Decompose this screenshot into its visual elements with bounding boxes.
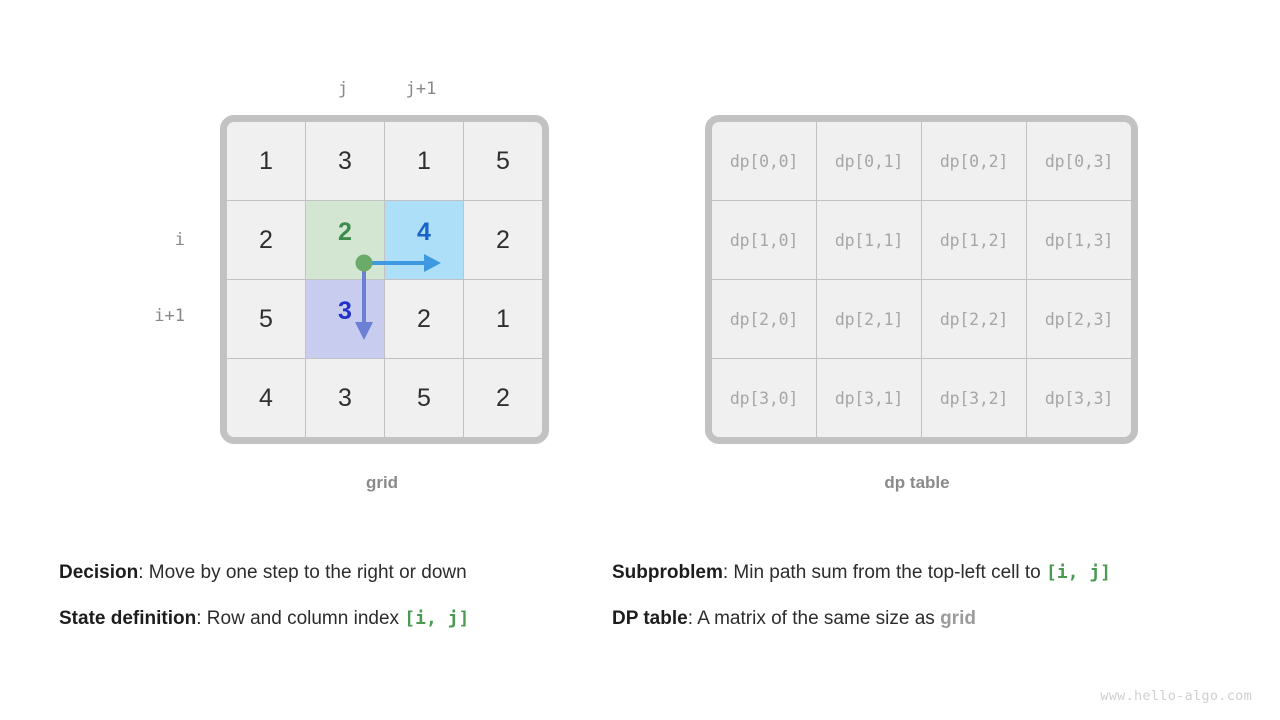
dp-cell-0-1: dp[0,1] (817, 122, 921, 200)
dp-cell-label: dp[3,1] (834, 388, 904, 408)
dp-cell-label: dp[1,0] (729, 230, 799, 250)
dp-cell-2-1: dp[2,1] (817, 280, 921, 358)
dp-cell-label: dp[0,2] (939, 151, 1009, 171)
grid-cell-3-3: 2 (464, 359, 542, 437)
dp-cell-1-0: dp[1,0] (712, 201, 816, 279)
dp-cell-label: dp[3,0] (729, 388, 799, 408)
watermark: www.hello-algo.com (1100, 688, 1252, 704)
grid-cell-value: 4 (417, 217, 431, 246)
note-state-definition: State definition: Row and column index [… (59, 609, 469, 628)
note-code: [i, j] (404, 608, 470, 629)
dp-cell-2-2: dp[2,2] (922, 280, 1026, 358)
grid-cell-value: 5 (259, 304, 273, 333)
note-decision: Decision: Move by one step to the right … (59, 563, 469, 582)
note-separator: : (196, 608, 207, 629)
note-lead: Decision (59, 562, 139, 583)
grid-cell-1-0: 2 (227, 201, 305, 279)
note-body: Row and column index (206, 608, 405, 629)
dp-cell-label: dp[3,3] (1044, 388, 1114, 408)
grid-panel: 1 3 1 5 2 2 4 2 5 3 2 1 4 3 5 2 (220, 115, 549, 444)
grid-cell-0-2: 1 (385, 122, 463, 200)
dp-cell-2-0: dp[2,0] (712, 280, 816, 358)
note-separator: : (138, 562, 149, 583)
note-code: [i, j] (1045, 562, 1112, 583)
grid-cell-3-2: 5 (385, 359, 463, 437)
dp-cell-2-3: dp[2,3] (1027, 280, 1131, 358)
grid-cell-value: 2 (496, 383, 510, 412)
grid-row-label-1: i+1 (154, 306, 185, 326)
grid-cell-3-1: 3 (306, 359, 384, 437)
dp-cell-label: dp[2,2] (939, 309, 1009, 329)
note-separator: : (722, 562, 734, 583)
dp-table-panel: dp[0,0] dp[0,1] dp[0,2] dp[0,3] dp[1,0] dp[1,… (705, 115, 1138, 444)
grid-cell-value: 2 (338, 217, 352, 246)
grid-cell-value: 3 (338, 383, 352, 412)
grid-cell-2-1: 3 (306, 280, 384, 358)
grid-cell-value: 4 (259, 383, 273, 412)
dp-cell-label: dp[1,3] (1044, 230, 1114, 250)
dp-cell-3-1: dp[3,1] (817, 359, 921, 437)
dp-cell-1-2: dp[1,2] (922, 201, 1026, 279)
grid-cell-value: 1 (496, 304, 510, 333)
dp-cell-3-2: dp[3,2] (922, 359, 1026, 437)
dp-cell-1-3: dp[1,3] (1027, 201, 1131, 279)
note-code: grid (940, 608, 976, 629)
dp-cell-label: dp[0,1] (834, 151, 904, 171)
grid-cell-2-2: 2 (385, 280, 463, 358)
note-lead: DP table (612, 608, 688, 629)
grid-matrix: 1 3 1 5 2 2 4 2 5 3 2 1 4 3 5 2 (220, 115, 549, 444)
grid-cell-value: 5 (496, 146, 510, 175)
dp-cell-label: dp[1,1] (834, 230, 904, 250)
notes-left-column: Decision: Move by one step to the right … (59, 563, 469, 628)
grid-cell-3-0: 4 (227, 359, 305, 437)
dp-cell-label: dp[0,0] (729, 151, 799, 171)
note-subproblem: Subproblem: Min path sum from the top-le… (612, 563, 1111, 582)
grid-cell-0-0: 1 (227, 122, 305, 200)
grid-cell-value: 3 (338, 296, 352, 325)
dp-cell-label: dp[2,0] (729, 309, 799, 329)
dp-table-caption: dp table (884, 473, 950, 492)
note-body: Min path sum from the top-left cell to (733, 562, 1046, 583)
note-separator: : (687, 608, 698, 629)
dp-cell-0-0: dp[0,0] (712, 122, 816, 200)
grid-cell-value: 1 (417, 146, 431, 175)
grid-cell-0-3: 5 (464, 122, 542, 200)
grid-col-label-1: j+1 (405, 79, 437, 99)
note-body: Move by one step to the right or down (148, 562, 467, 583)
notes-right-column: Subproblem: Min path sum from the top-le… (612, 563, 1111, 628)
dp-cell-1-1: dp[1,1] (817, 201, 921, 279)
dp-cell-label: dp[2,3] (1044, 309, 1114, 329)
note-dp-table: DP table: A matrix of the same size as g… (612, 609, 1111, 628)
dp-cell-0-2: dp[0,2] (922, 122, 1026, 200)
grid-cell-value: 2 (259, 225, 273, 254)
dp-cell-0-3: dp[0,3] (1027, 122, 1131, 200)
dp-table-matrix: dp[0,0] dp[0,1] dp[0,2] dp[0,3] dp[1,0] dp[1,… (705, 115, 1138, 444)
grid-cell-value: 1 (259, 146, 273, 175)
grid-cell-1-2: 4 (385, 201, 463, 279)
dp-cell-label: dp[2,1] (834, 309, 904, 329)
note-lead: Subproblem (612, 562, 723, 583)
dp-cell-3-0: dp[3,0] (712, 359, 816, 437)
grid-cell-2-0: 5 (227, 280, 305, 358)
dp-cell-3-3: dp[3,3] (1027, 359, 1131, 437)
grid-cell-1-1: 2 (306, 201, 384, 279)
grid-cell-value: 2 (417, 304, 431, 333)
grid-cell-value: 2 (496, 225, 510, 254)
grid-cell-1-3: 2 (464, 201, 542, 279)
note-lead: State definition (59, 608, 197, 629)
grid-row-label-0: i (174, 230, 185, 250)
grid-caption: grid (365, 473, 399, 492)
grid-cell-value: 5 (417, 383, 431, 412)
note-body: A matrix of the same size as (697, 608, 941, 629)
dp-cell-label: dp[1,2] (939, 230, 1009, 250)
grid-cell-0-1: 3 (306, 122, 384, 200)
grid-cell-2-3: 1 (464, 280, 542, 358)
grid-cell-value: 3 (338, 146, 352, 175)
grid-col-label-0: j (337, 79, 349, 99)
dp-cell-label: dp[0,3] (1044, 151, 1114, 171)
dp-cell-label: dp[3,2] (939, 388, 1009, 408)
